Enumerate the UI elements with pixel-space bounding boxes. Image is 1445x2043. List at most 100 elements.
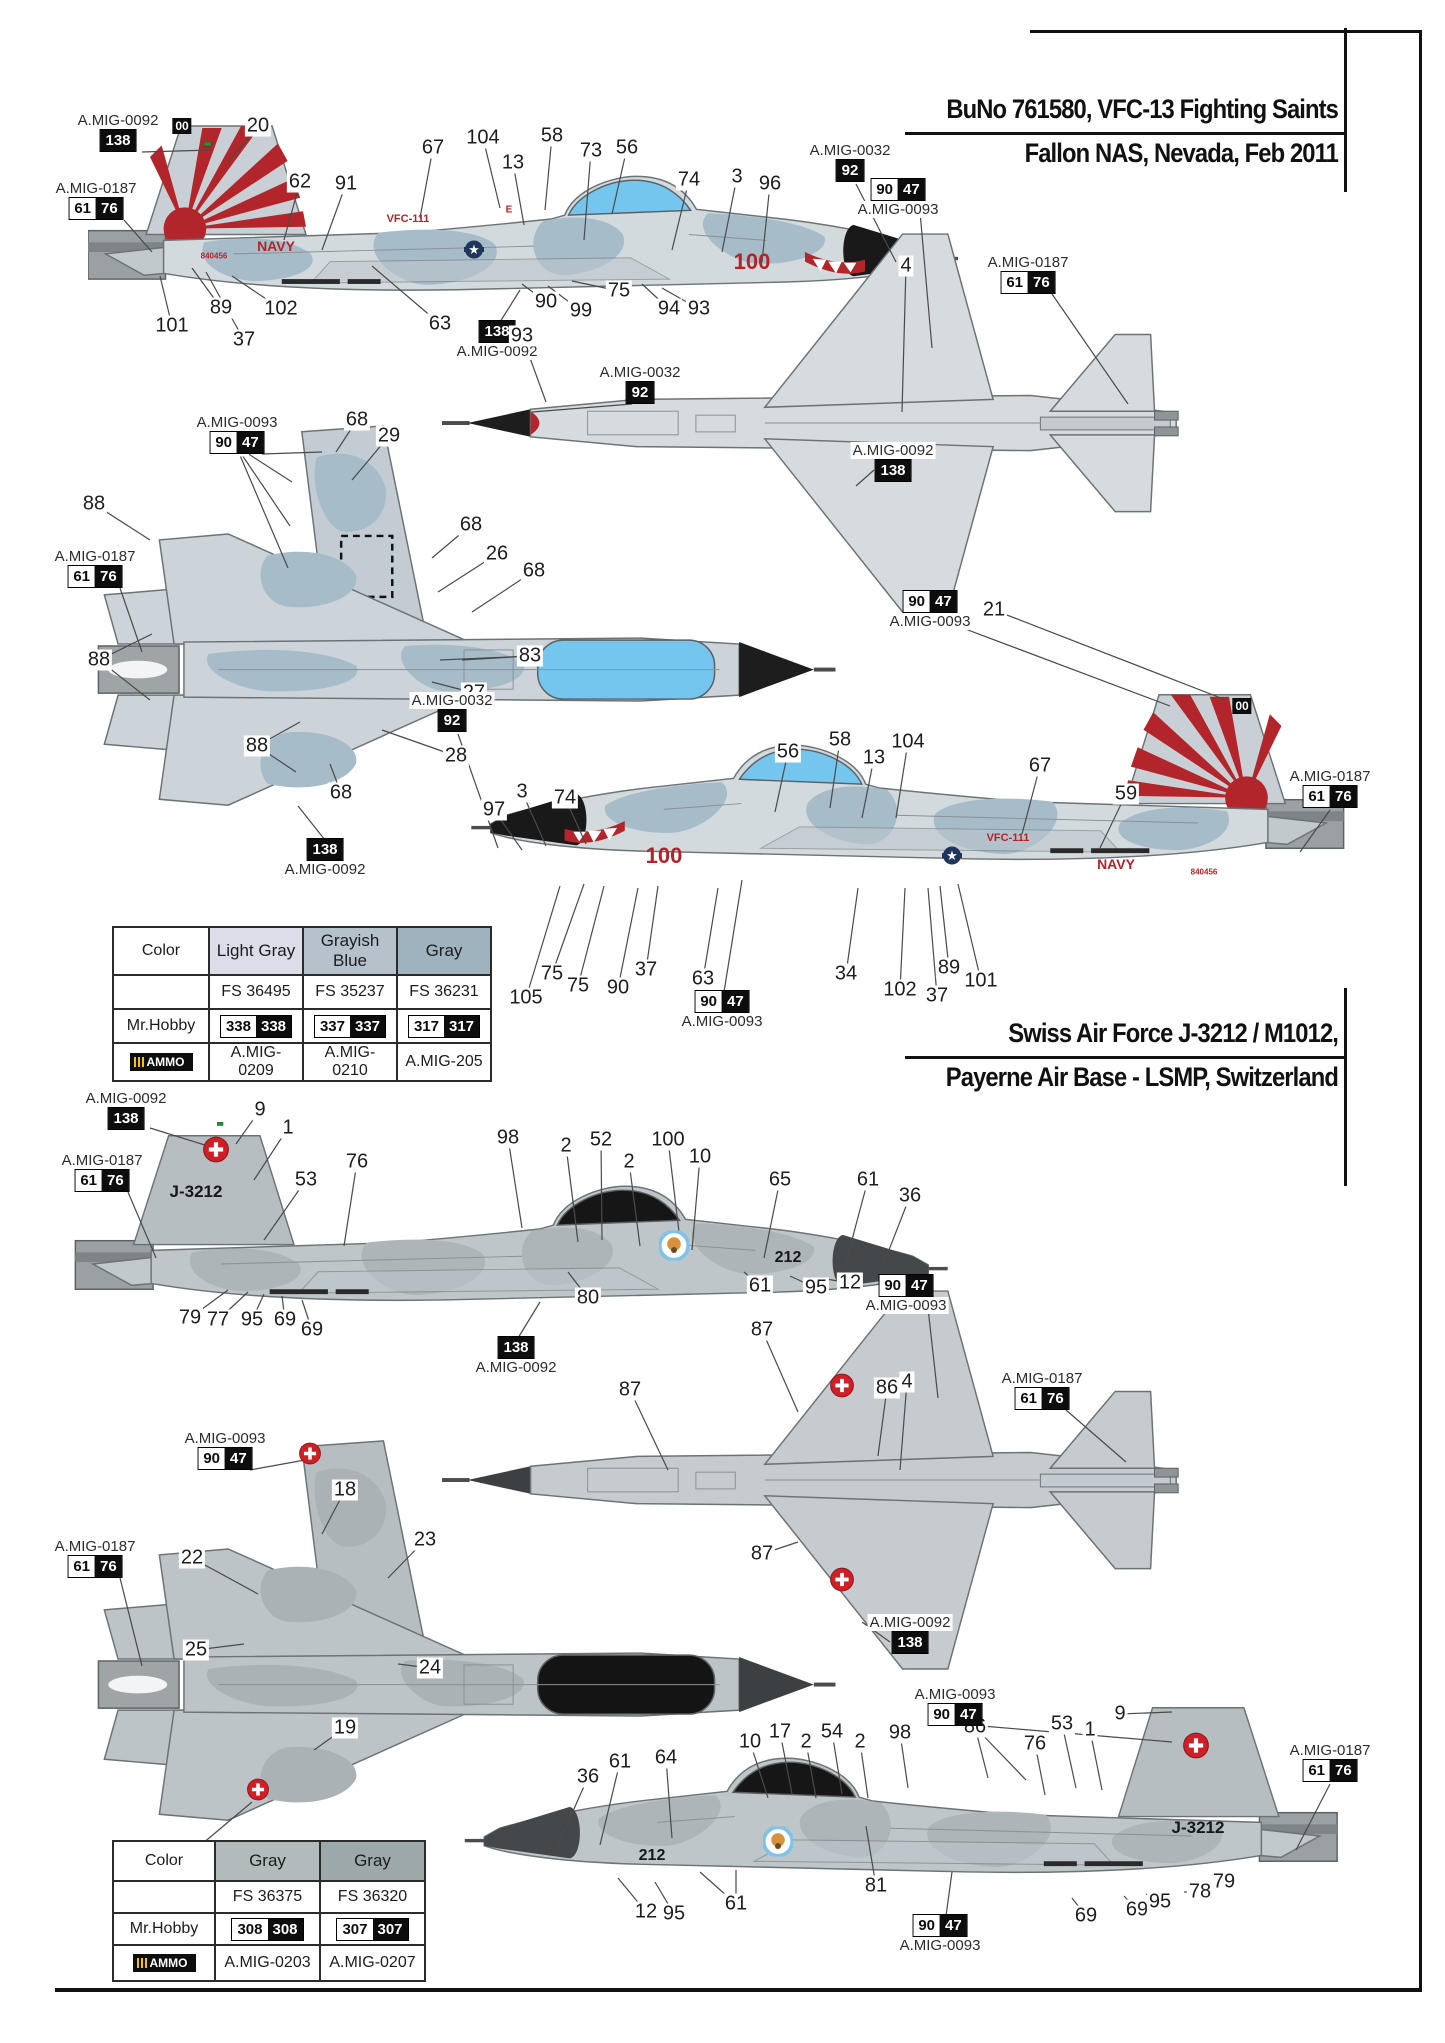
callout-number: 77 <box>204 1308 232 1331</box>
swiss-cross-icon <box>247 1778 270 1806</box>
callout-number: 9 <box>1112 1702 1128 1725</box>
swiss-cross-icon <box>1183 1732 1209 1764</box>
callout-number: 18 <box>331 1478 359 1501</box>
brand-logo-cell: AMMO <box>112 1042 210 1082</box>
section2-title: Swiss Air Force J-3212 / M1012, <box>700 1018 1339 1049</box>
callout-number: 87 <box>616 1378 644 1401</box>
green-chip-icon <box>216 1119 227 1137</box>
callout-number: 86 <box>873 1376 901 1399</box>
callout-number: 59 <box>1112 782 1140 805</box>
callout-number: 2 <box>852 1730 868 1753</box>
callout-number: 100 <box>649 1128 687 1151</box>
table-value-cell: A.MIG-205 <box>396 1042 492 1082</box>
paint-name: A.MIG-0093 <box>912 1686 998 1703</box>
callout-number: 95 <box>802 1276 830 1299</box>
callout-number: 25 <box>182 1638 210 1661</box>
paint-name: A.MIG-0092 <box>75 112 161 129</box>
callout-number: 61 <box>854 1168 882 1191</box>
callout-number: 61 <box>746 1274 774 1297</box>
callout-number: 23 <box>411 1528 439 1551</box>
callout-number: 98 <box>886 1721 914 1744</box>
paint-name: A.MIG-0187 <box>59 1152 145 1169</box>
table-header-cell: Color <box>112 926 210 976</box>
table-value-cell: FS 36231 <box>396 974 492 1010</box>
callout-number: 91 <box>332 172 360 195</box>
callout-number: 76 <box>1021 1732 1049 1755</box>
callout-number: 28 <box>442 744 470 767</box>
section2-title-vbar <box>1344 988 1347 1186</box>
paint-name: A.MIG-0187 <box>52 1538 138 1555</box>
paint-name: A.MIG-0187 <box>985 254 1071 271</box>
callout-number: 94 <box>655 297 683 320</box>
aircraft-marking: 212 <box>774 1249 802 1266</box>
table-value-cell: FS 36320 <box>319 1880 426 1914</box>
callout-number: 67 <box>1026 754 1054 777</box>
decal-number-chip: 138 <box>76 129 161 152</box>
callout-number: 105 <box>507 986 545 1009</box>
section1-title: BuNo 761580, VFC-13 Fighting Saints <box>700 94 1339 125</box>
callout-number: 99 <box>567 299 595 322</box>
aircraft-marking: J-3212 <box>169 1182 223 1201</box>
callout-number: 89 <box>207 296 235 319</box>
aircraft-marking: 840456 <box>1190 867 1218 877</box>
callout-number: 98 <box>494 1126 522 1149</box>
paint-name: A.MIG-0092 <box>850 442 936 459</box>
callout-number: 102 <box>881 978 919 1001</box>
aircraft-marking: 840456 <box>200 251 228 261</box>
paint-name: A.MIG-0092 <box>282 861 368 878</box>
table-value-cell: A.MIG-0210 <box>302 1042 398 1082</box>
callout-number: 69 <box>271 1308 299 1331</box>
callout-number: 68 <box>457 513 485 536</box>
aircraft-marking: J-3212 <box>1171 1818 1225 1837</box>
callout-number: 37 <box>230 328 258 351</box>
callout-number: 2 <box>621 1150 637 1173</box>
table-value-cell: A.MIG-0209 <box>208 1042 304 1082</box>
callout-number: 37 <box>632 958 660 981</box>
tiger-badge-icon <box>761 1825 795 1862</box>
callout-number: 68 <box>343 408 371 431</box>
decal-number-chip: 138 <box>283 838 368 861</box>
callout-number: 13 <box>860 746 888 769</box>
callout-number: 1 <box>1082 1718 1098 1741</box>
paint-name: A.MIG-0187 <box>999 1370 1085 1387</box>
callout-number: 76 <box>343 1150 371 1173</box>
ammo-logo: AMMO <box>132 1954 196 1972</box>
table-header-cell: Light Gray <box>208 926 304 976</box>
callout-number: 87 <box>748 1318 776 1341</box>
callout-number: 67 <box>419 136 447 159</box>
paint-name: A.MIG-0187 <box>53 180 139 197</box>
callout-number: 68 <box>327 781 355 804</box>
swiss-cross-icon <box>829 1373 855 1403</box>
paint-name: A.MIG-0093 <box>863 1297 949 1314</box>
paint-name: A.MIG-0092 <box>454 343 540 360</box>
callout-number: 97 <box>480 798 508 821</box>
decal-number-chip: 138 <box>868 1631 953 1654</box>
callout-number: 2 <box>798 1730 814 1753</box>
paint-name: A.MIG-0032 <box>807 142 893 159</box>
callout-number: 34 <box>832 962 860 985</box>
callout-number: 90 <box>532 290 560 313</box>
table-value-cell <box>112 974 210 1010</box>
table-header-cell: Gray <box>396 926 492 976</box>
section2-subtitle: Payerne Air Base - LSMP, Switzerland <box>700 1062 1339 1093</box>
callout-number: 65 <box>766 1168 794 1191</box>
